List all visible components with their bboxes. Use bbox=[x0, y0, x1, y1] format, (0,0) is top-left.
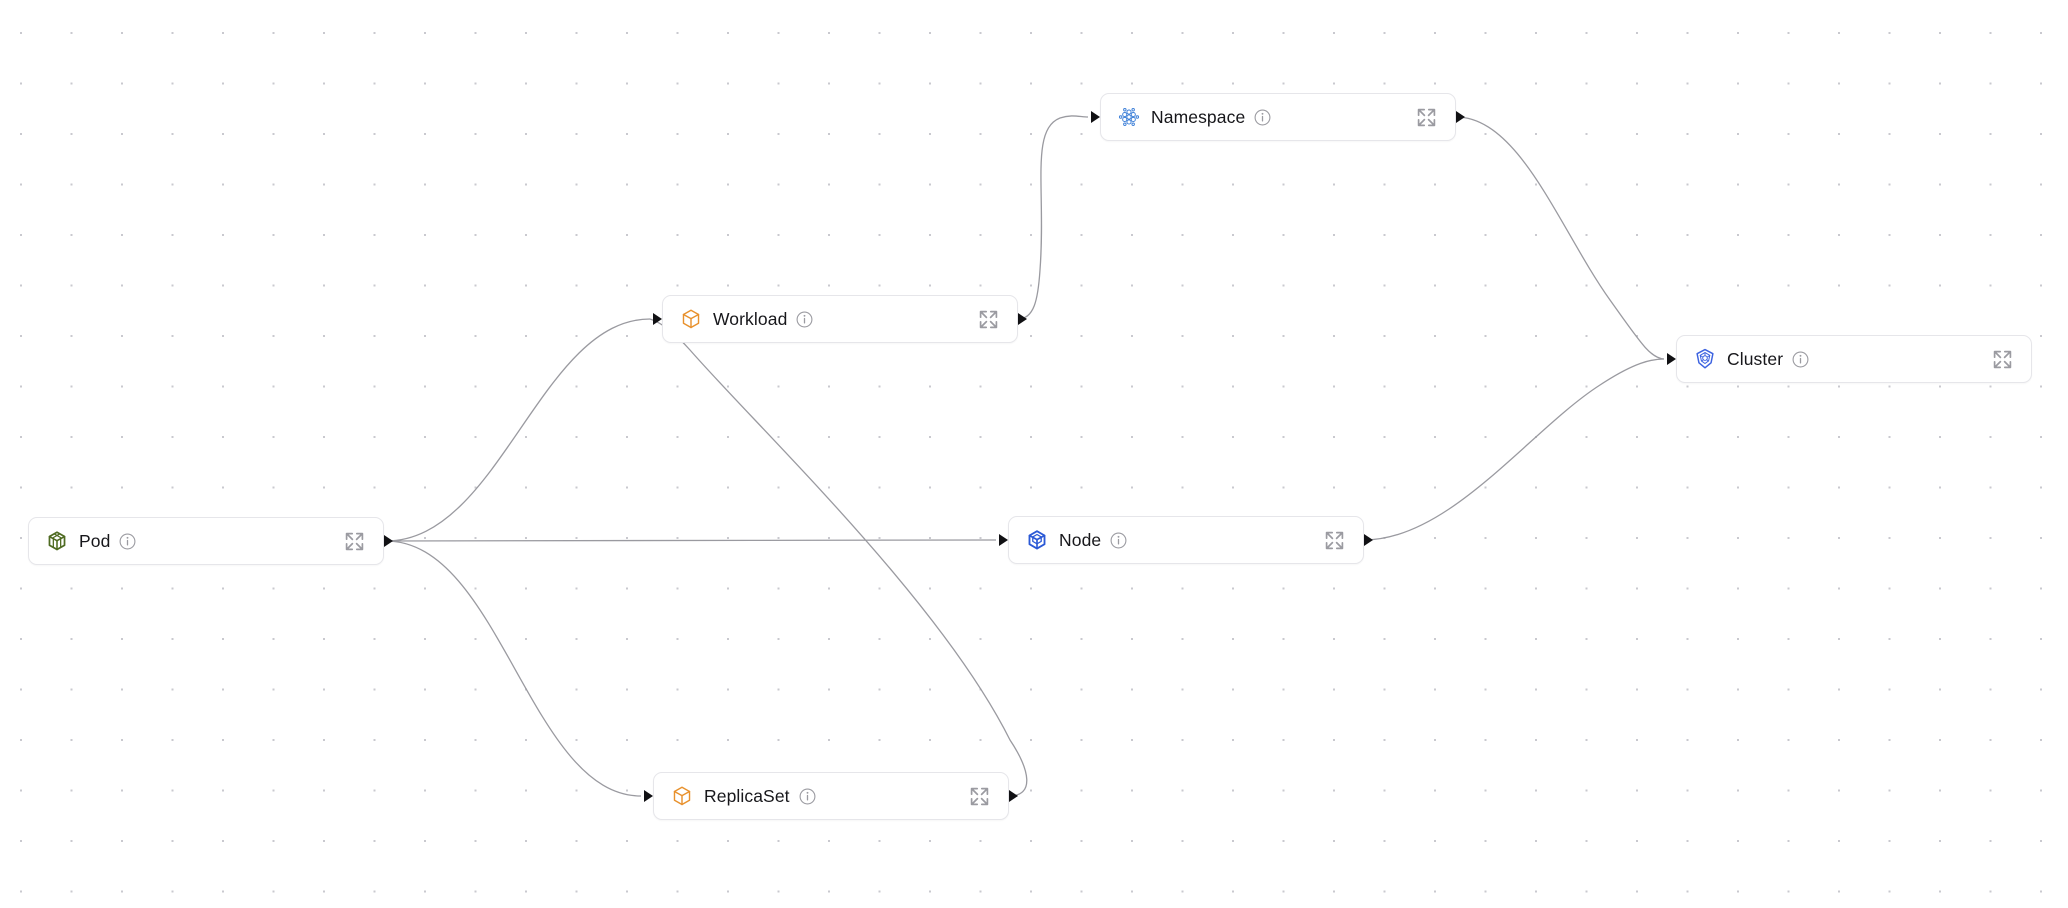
graph-node-replicaset[interactable]: ReplicaSet bbox=[644, 772, 1018, 820]
edge-target-handle-cluster[interactable] bbox=[1667, 353, 1676, 365]
edge-node-cluster bbox=[1363, 358, 1665, 541]
node-label-pod: Pod bbox=[79, 530, 111, 551]
edge-source-handle-node[interactable] bbox=[1363, 534, 1373, 546]
edge-source-handle-workload[interactable] bbox=[1017, 313, 1027, 325]
edge-target-handle-node[interactable] bbox=[999, 534, 1008, 546]
edge-replicaset-workload bbox=[649, 318, 1028, 797]
node-cube-icon bbox=[1026, 529, 1048, 551]
edge-source-handle-pod[interactable] bbox=[383, 535, 393, 547]
edge-workload-namespace bbox=[1017, 115, 1089, 320]
edge-target-handle-namespace[interactable] bbox=[1091, 111, 1100, 123]
node-label-replicaset: ReplicaSet bbox=[704, 785, 790, 806]
graph-node-node[interactable]: Node bbox=[999, 516, 1373, 564]
edge-source-handle-namespace[interactable] bbox=[1455, 111, 1465, 123]
expand-icon-workload[interactable] bbox=[978, 309, 999, 330]
info-icon-namespace[interactable] bbox=[1254, 109, 1271, 126]
namespace-dots-icon bbox=[1118, 106, 1140, 128]
pod-cube-icon bbox=[46, 530, 68, 552]
node-label-node: Node bbox=[1059, 529, 1102, 550]
edge-target-handle-workload[interactable] bbox=[653, 313, 662, 325]
cluster-kubernetes-icon bbox=[1694, 348, 1716, 370]
graph-node-pod[interactable]: Pod bbox=[28, 517, 393, 565]
edge-pod-replicaset bbox=[385, 540, 642, 797]
info-icon-replicaset[interactable] bbox=[799, 788, 816, 805]
expand-icon-node[interactable] bbox=[1324, 530, 1345, 551]
expand-icon-pod[interactable] bbox=[344, 531, 365, 552]
graph-node-workload[interactable]: Workload bbox=[653, 295, 1027, 343]
info-icon-cluster[interactable] bbox=[1792, 351, 1809, 368]
info-icon-node[interactable] bbox=[1110, 532, 1127, 549]
info-icon-workload[interactable] bbox=[796, 311, 813, 328]
info-icon-pod[interactable] bbox=[119, 533, 136, 550]
node-label-workload: Workload bbox=[713, 308, 788, 329]
workload-cube-icon bbox=[680, 308, 702, 330]
node-label-cluster: Cluster bbox=[1727, 348, 1784, 369]
graph-node-namespace[interactable]: Namespace bbox=[1091, 93, 1465, 141]
edge-namespace-cluster bbox=[1455, 116, 1665, 360]
edge-pod-workload bbox=[385, 318, 651, 542]
edge-pod-node bbox=[385, 539, 997, 542]
expand-icon-replicaset[interactable] bbox=[969, 786, 990, 807]
node-label-namespace: Namespace bbox=[1151, 106, 1246, 127]
edge-target-handle-replicaset[interactable] bbox=[644, 790, 653, 802]
expand-icon-namespace[interactable] bbox=[1416, 107, 1437, 128]
graph-node-cluster[interactable]: Cluster bbox=[1667, 335, 2032, 383]
replicaset-cube-icon bbox=[671, 785, 693, 807]
edge-source-handle-replicaset[interactable] bbox=[1008, 790, 1018, 802]
expand-icon-cluster[interactable] bbox=[1992, 349, 2013, 370]
